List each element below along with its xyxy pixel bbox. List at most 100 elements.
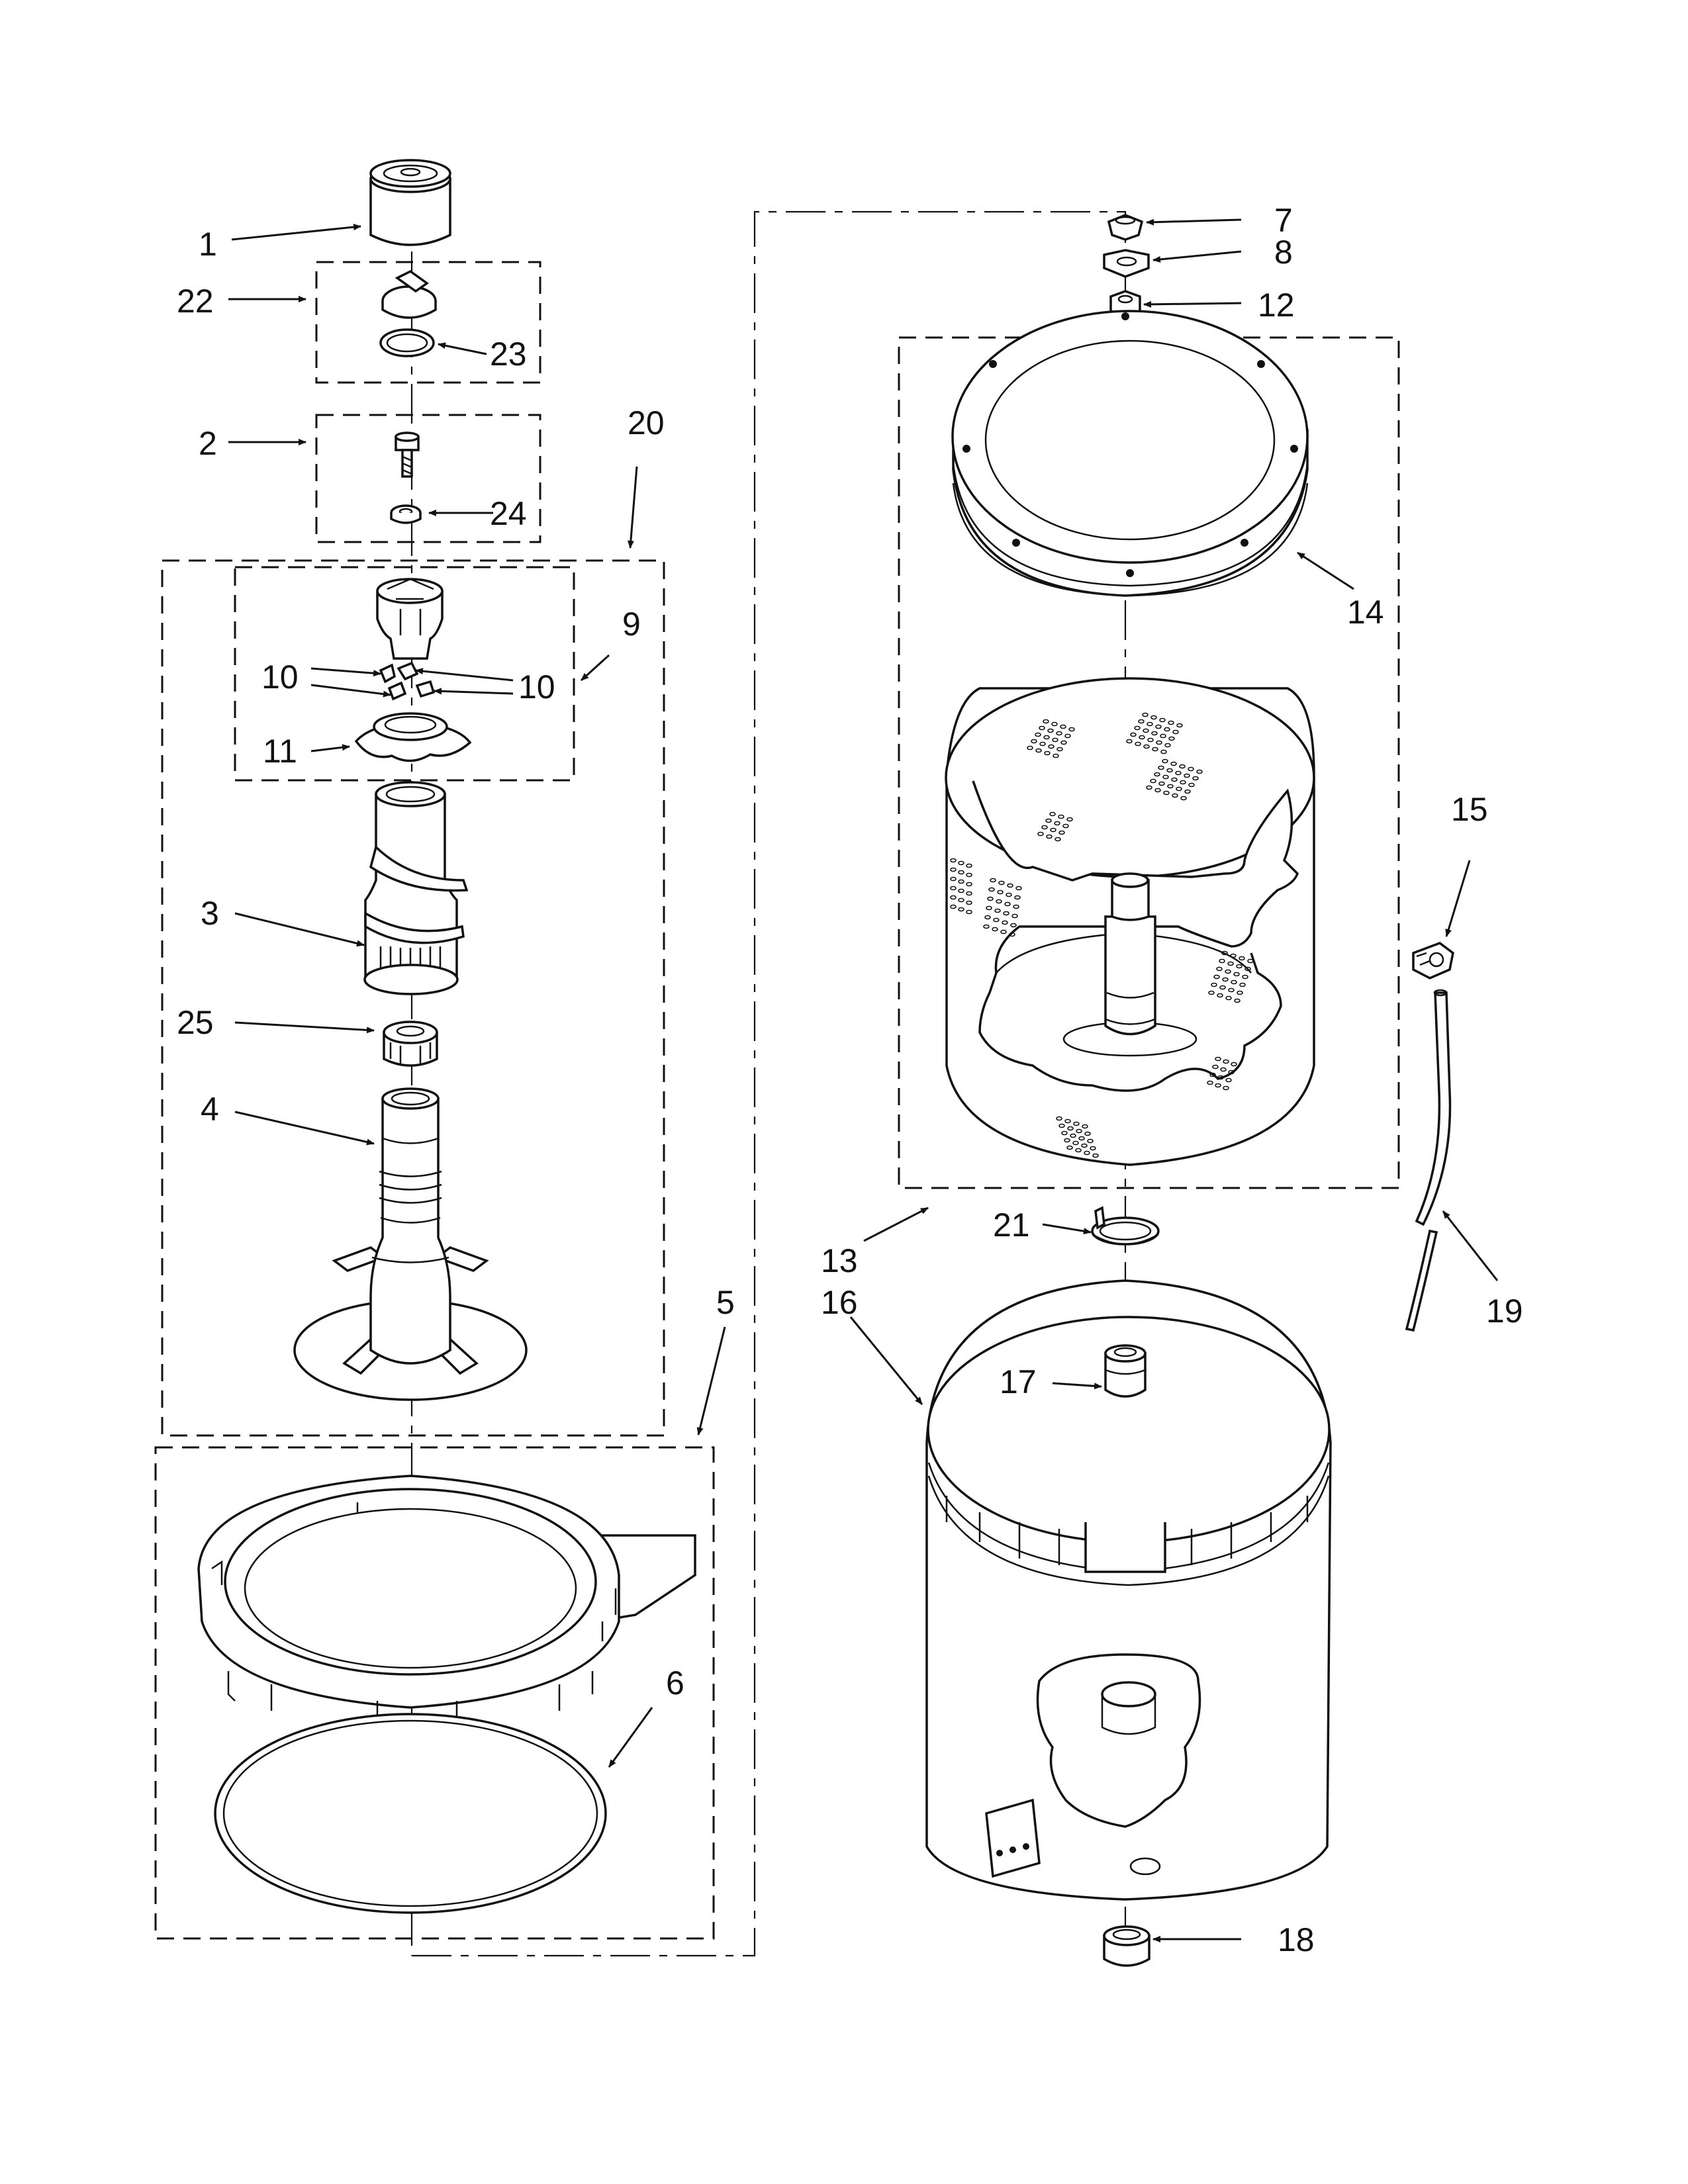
callout-2: 2 xyxy=(199,425,217,462)
perforation-hole xyxy=(1081,1143,1088,1148)
perforation-hole xyxy=(1078,1136,1085,1141)
perforation-hole xyxy=(1244,966,1251,972)
perforation-hole xyxy=(1052,737,1058,743)
perforation-hole xyxy=(1188,766,1194,772)
callout-10-right: 10 xyxy=(518,668,555,705)
perforation-hole xyxy=(1160,749,1167,754)
perforation-hole xyxy=(1180,780,1186,785)
perforation-hole xyxy=(1084,1131,1091,1136)
perforation-hole xyxy=(986,905,992,911)
perforation-hole xyxy=(1054,821,1060,826)
perforation-hole xyxy=(1143,744,1150,749)
callout-17: 17 xyxy=(1000,1363,1037,1400)
perforation-hole xyxy=(1041,825,1048,830)
callout-21: 21 xyxy=(993,1206,1030,1244)
callout-22: 22 xyxy=(177,283,214,320)
perforation-hole xyxy=(1003,911,1009,916)
perforation-hole xyxy=(1000,929,1007,934)
perforation-hole xyxy=(1035,732,1041,737)
perforation-hole xyxy=(1134,725,1141,731)
perforation-hole xyxy=(1147,737,1154,743)
perforation-hole xyxy=(992,927,998,932)
perforation-hole xyxy=(1035,748,1042,753)
callout-13: 13 xyxy=(821,1242,858,1279)
perforation-hole xyxy=(1048,744,1055,749)
perforation-hole xyxy=(1043,719,1049,724)
perforation-hole xyxy=(950,895,957,900)
callout-6: 6 xyxy=(666,1664,684,1702)
perforation-hole xyxy=(1230,953,1237,958)
perforation-hole xyxy=(1213,974,1220,979)
perforation-hole xyxy=(1171,777,1178,782)
perforation-hole xyxy=(1215,1056,1221,1062)
perforation-hole xyxy=(1184,789,1191,794)
perforation-hole xyxy=(1158,765,1164,770)
part-10-dogs xyxy=(379,661,436,701)
perforation-hole xyxy=(1049,811,1056,817)
perforation-hole xyxy=(1073,1121,1080,1126)
perforation-hole xyxy=(1139,735,1145,740)
perforation-hole xyxy=(1172,793,1178,798)
perforation-hole xyxy=(1170,761,1177,766)
perforation-hole xyxy=(1047,728,1054,733)
perforation-hole xyxy=(1027,745,1033,751)
perforation-hole xyxy=(1045,818,1052,823)
perforation-hole xyxy=(1166,768,1173,773)
perforation-hole xyxy=(1231,1062,1237,1067)
callout-3: 3 xyxy=(201,895,219,932)
part-13-wash-basket xyxy=(945,677,1315,1166)
part-23-seal-ring xyxy=(379,328,435,357)
perforation-hole xyxy=(1150,778,1156,784)
perforation-hole xyxy=(1130,732,1137,737)
callout-9: 9 xyxy=(622,606,641,643)
perforation-hole xyxy=(1058,1123,1065,1128)
part-17-bearing xyxy=(1104,1344,1147,1398)
perforation-hole xyxy=(950,858,957,863)
perforation-hole xyxy=(958,879,964,884)
perforation-hole xyxy=(1175,770,1182,776)
perforation-hole xyxy=(1006,892,1012,897)
perforation-hole xyxy=(1013,904,1019,909)
perforation-hole xyxy=(966,863,972,868)
perforation-hole xyxy=(1051,721,1058,727)
perforation-hole xyxy=(1061,1130,1068,1136)
perforation-hole xyxy=(958,870,964,875)
perforation-hole xyxy=(1150,715,1157,720)
perforation-hole xyxy=(1039,741,1046,747)
perforation-hole xyxy=(1192,776,1199,781)
part-6-ring-seal xyxy=(214,1713,607,1914)
part-11-cam-drive xyxy=(354,712,472,762)
perforation-hole xyxy=(1228,1069,1235,1075)
part-5-tub-ring xyxy=(197,1475,696,1724)
callout-12: 12 xyxy=(1258,287,1295,324)
perforation-hole xyxy=(1152,747,1158,752)
perforation-hole xyxy=(1010,923,1017,928)
perforation-hole xyxy=(1076,1128,1082,1134)
perforation-hole xyxy=(950,867,957,872)
perforation-hole xyxy=(984,915,991,920)
perforation-hole xyxy=(1247,958,1254,964)
perforation-hole xyxy=(1176,786,1182,792)
perforation-hole xyxy=(1056,1116,1062,1121)
perforation-hole xyxy=(1168,720,1174,725)
perforation-hole xyxy=(966,909,972,915)
callout-20: 20 xyxy=(628,404,665,441)
perforation-hole xyxy=(1009,932,1015,937)
perforation-hole xyxy=(1055,837,1061,842)
perforation-hole xyxy=(958,907,964,912)
perforation-hole xyxy=(1155,724,1162,729)
perforation-hole xyxy=(1070,1133,1076,1138)
part-19-hose xyxy=(1405,989,1452,1332)
perforation-hole xyxy=(1222,977,1229,982)
perforation-hole xyxy=(987,896,994,901)
perforation-hole xyxy=(966,900,972,905)
perforation-hole xyxy=(1188,782,1195,788)
perforation-hole xyxy=(1143,728,1149,733)
perforation-hole xyxy=(1066,817,1073,822)
perforation-hole xyxy=(988,887,995,892)
perforation-hole xyxy=(1090,1146,1096,1151)
perforation-hole xyxy=(1062,823,1069,829)
perforation-hole xyxy=(1068,727,1075,732)
part-15-connector xyxy=(1412,942,1454,979)
